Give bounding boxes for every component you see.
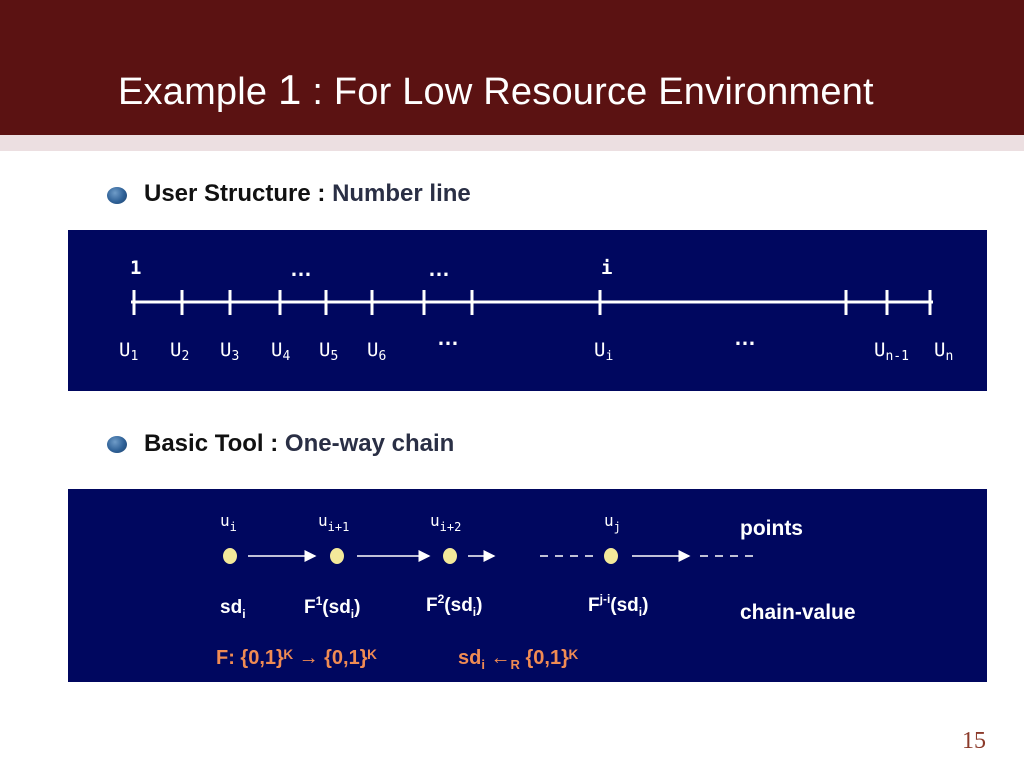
slide-title: Example 1 : For Low Resource Environment [118, 66, 874, 114]
user-label: Un [934, 339, 953, 364]
number-line-top-label: … [290, 256, 312, 281]
user-label: U1 [119, 339, 138, 364]
chain-point [330, 548, 344, 564]
one-way-chain-diagram: ui ui+1 ui+2 uj sdi F1(sdi) F2(sdi) Fj-i(sdi) po… [216, 511, 856, 672]
number-line-top-label: 1 [130, 257, 141, 279]
number-line-ellipsis: … [734, 325, 756, 350]
chain-value-caption: chain-value [740, 601, 856, 624]
user-label: U5 [319, 339, 338, 364]
number-line-diagram: 1 … … iU1 U2 U3 U4 U5 U6 Ui Un-1 Un … … [119, 256, 953, 364]
bullet-icon [107, 436, 127, 453]
number-line-ellipsis: … [437, 325, 459, 350]
chain-point [223, 548, 237, 564]
bullet-icon [107, 187, 127, 204]
chain-point [443, 548, 457, 564]
bullet-label: User Structure : [144, 180, 333, 207]
page-number: 15 [962, 728, 986, 754]
number-line-top-label: i [601, 257, 612, 279]
bullet-label: Basic Tool : [144, 430, 285, 457]
chain-value-label: F2(sdi) [426, 592, 482, 619]
title-stripe [0, 135, 1024, 151]
chain-point-label: ui+2 [430, 511, 461, 534]
title-post: : For Low Resource Environment [301, 71, 874, 113]
formula-function: F: {0,1}ᴷ → {0,1}ᴷ [216, 647, 378, 669]
chain-point-label: ui [220, 511, 237, 534]
title-pre: Example [118, 71, 279, 113]
bullet-value: Number line [332, 180, 471, 207]
bullet-basic-tool: Basic Tool : One-way chain [144, 430, 454, 458]
title-bar: Example 1 : For Low Resource Environment [0, 0, 1024, 135]
chain-point [604, 548, 618, 564]
points-label: points [740, 517, 803, 540]
one-way-chain-panel: ui ui+1 ui+2 uj sdi F1(sdi) F2(sdi) Fj-i(sdi) po… [68, 489, 987, 682]
bullet-value: One-way chain [284, 430, 455, 457]
user-label: U2 [170, 339, 189, 364]
user-label: U3 [220, 339, 239, 364]
user-label: U6 [367, 339, 386, 364]
user-label: U4 [271, 339, 290, 364]
chain-point-label: uj [604, 511, 621, 534]
number-line-top-label: … [428, 256, 450, 281]
bullet-user-structure: User Structure : Number line [144, 180, 471, 208]
chain-value-label: sdi [220, 597, 246, 621]
user-label: Un-1 [874, 339, 909, 364]
title-number: 1 [278, 66, 302, 113]
chain-value-label: F1(sdi) [304, 594, 360, 621]
chain-value-label: Fj-i(sdi) [588, 592, 648, 619]
user-label: Ui [594, 339, 613, 364]
chain-point-label: ui+1 [318, 511, 349, 534]
formula-seed: sdi ←R {0,1}ᴷ [458, 647, 579, 672]
